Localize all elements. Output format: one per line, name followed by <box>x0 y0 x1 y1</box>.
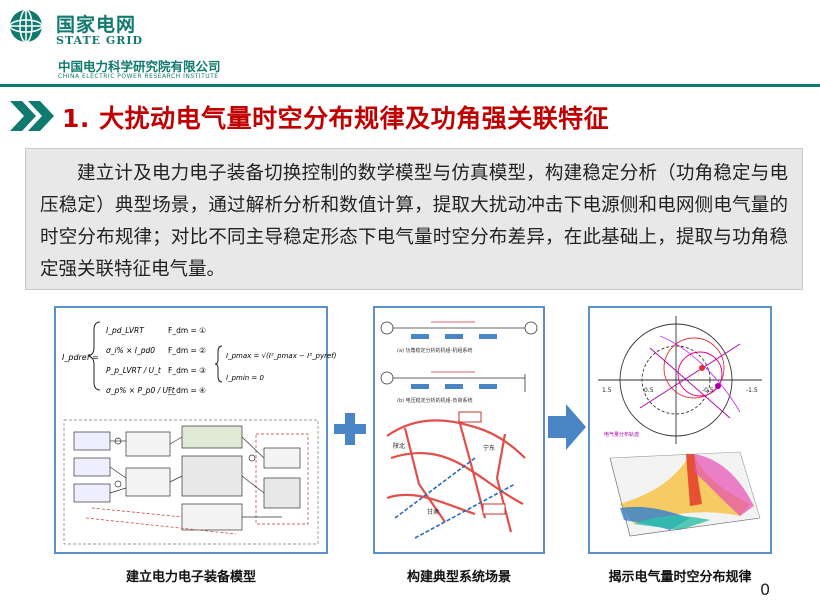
caption-distribution: 揭示电气量时空分布规律 <box>608 570 752 585</box>
description-paragraph: 建立计及电力电子装备切换控制的数学模型与仿真模型，构建稳定分析（功角稳定与电压稳… <box>40 163 788 280</box>
control-block-diagram <box>63 419 319 545</box>
diagram-b-label: (b) 电压稳定分析的机组-负荷系统 <box>397 397 472 404</box>
machine-load-diagram <box>380 371 526 392</box>
equation-case-4: σ_p% × P_p0 / U_t <box>106 386 176 395</box>
equation-case-1: I_pd_LVRT <box>106 326 145 335</box>
panel-device-model: I_pdref = I_pd_LVRT F_dm = ① σ_i% × I_pd… <box>54 306 337 554</box>
caption-system-scenario: 构建典型系统场景 <box>406 570 511 585</box>
header-divider <box>0 84 820 87</box>
page-number: 0 <box>760 580 771 599</box>
system-scenario-figure: (a) 功角稳定分析的机组-机组系统 (b) 电压稳定分析的机组-负荷系统 陕北… <box>380 321 538 539</box>
equation-case-3: P_p_LVRT / U_t <box>106 366 162 375</box>
double-chevron-icon <box>10 101 54 131</box>
equation-cond-2: F_dm = ② <box>168 346 206 355</box>
grid-network-map <box>386 411 526 539</box>
equation-lhs: I_pdref = <box>62 353 99 362</box>
equation-rhs-2: I_pmin = 0 <box>226 374 265 382</box>
panel-system-scenario: (a) 功角稳定分析的机组-机组系统 (b) 电压稳定分析的机组-负荷系统 陕北… <box>373 306 545 554</box>
title-row: 1. 大扰动电气量时空分布规律及功角强关联特征 <box>10 97 810 137</box>
slide-title: 1. 大扰动电气量时空分布规律及功角强关联特征 <box>62 104 610 133</box>
equation-case-2: σ_i% × I_pd0 <box>106 346 155 355</box>
equation-rhs-1: I_pmax = √(I²_pmax − I²_pyref) <box>226 352 337 360</box>
equation-cond-3: F_dm = ③ <box>168 366 206 375</box>
logo-area: 国家电网 STATE GRID 中国电力科学研究院有限公司 CHINA ELEC… <box>8 6 288 80</box>
two-machine-diagram <box>380 321 538 339</box>
device-model-figure: I_pdref = I_pd_LVRT F_dm = ① σ_i% × I_pd… <box>62 321 337 545</box>
plus-icon <box>334 413 366 445</box>
distribution-figure: 1.5 -1.5 0.5 -0.5 电气量分布轨迹 <box>598 316 762 537</box>
panel-distribution: 1.5 -1.5 0.5 -0.5 电气量分布轨迹 <box>588 306 772 554</box>
institute-name-en: CHINA ELECTRIC POWER RESEARCH INSTITUTE <box>58 73 219 80</box>
institute-name-cn: 中国电力科学研究院有限公司 <box>58 59 221 74</box>
equation-cond-4: F_dm = ④ <box>168 386 206 395</box>
brand-name-cn: 国家电网 <box>56 14 137 36</box>
diagram-a-label: (a) 功角稳定分析的机组-机组系统 <box>397 347 472 354</box>
description-box: 建立计及电力电子装备切换控制的数学模型与仿真模型，构建稳定分析（功角稳定与电压稳… <box>25 148 803 290</box>
plot-note: 电气量分布轨迹 <box>604 431 639 438</box>
plot-tick-3: 0.5 <box>644 387 654 394</box>
equation-cond-1: F_dm = ① <box>168 326 206 335</box>
state-grid-globe-icon <box>9 9 43 43</box>
phasor-circle-plot <box>598 316 762 444</box>
map-label-3: 甘肃 <box>427 508 439 516</box>
plot-tick-4: -0.5 <box>702 387 714 394</box>
caption-device-model: 建立电力电子装备模型 <box>125 570 256 585</box>
brand-name-en: STATE GRID <box>56 34 144 47</box>
surface-3d-plot <box>609 451 761 537</box>
map-label-2: 宁东 <box>483 444 495 452</box>
map-label-1: 陕北 <box>393 442 405 450</box>
control-equation: I_pdref = I_pd_LVRT F_dm = ① σ_i% × I_pd… <box>62 321 337 395</box>
plot-tick-1: 1.5 <box>602 387 612 394</box>
plot-tick-2: -1.5 <box>746 387 758 394</box>
arrow-right-icon <box>548 404 586 450</box>
